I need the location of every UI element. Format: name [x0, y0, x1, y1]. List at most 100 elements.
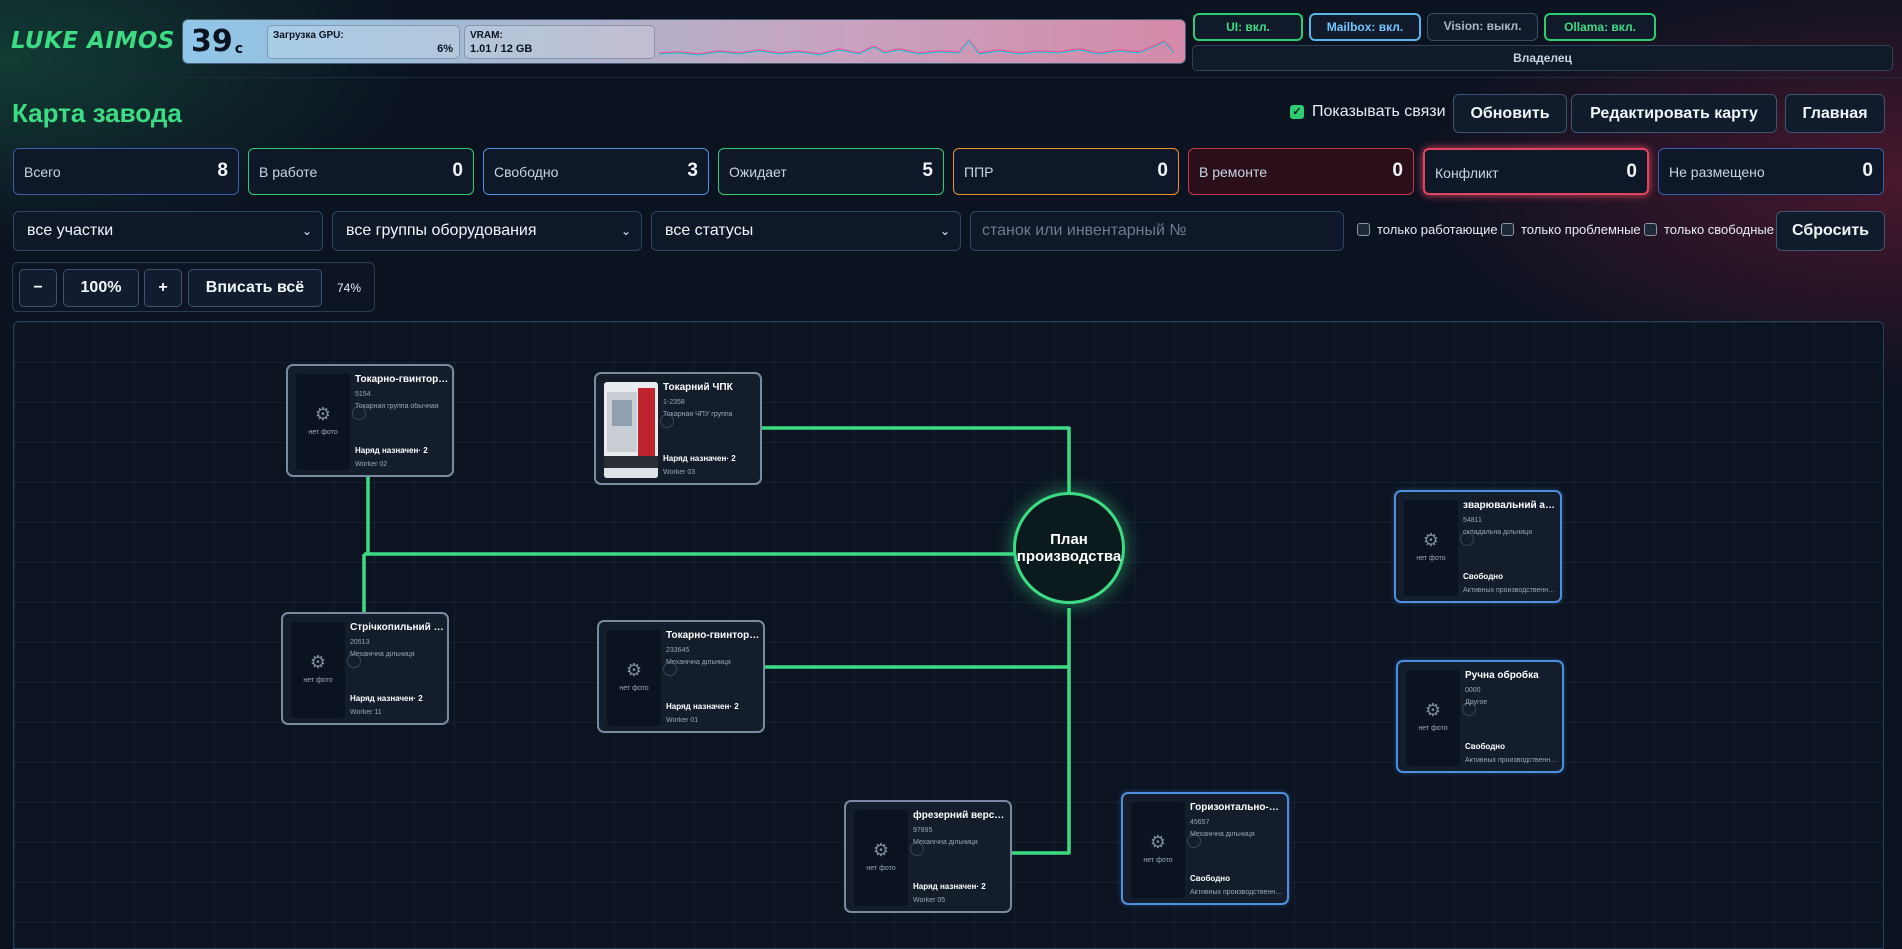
no-photo-label: нет фото — [866, 865, 896, 872]
connector-handle[interactable] — [1462, 702, 1476, 716]
ui-status-pill[interactable]: UI: вкл. — [1193, 13, 1303, 41]
stat-label: Свободно — [494, 164, 559, 180]
machine-group: Механічна дільниця — [913, 839, 978, 846]
stat-label: Конфликт — [1435, 165, 1499, 181]
machine-name: фрезерний верстат — [913, 810, 1007, 821]
machine-card[interactable]: ⚙нет фотоГоризонтально-розточний45657Мех… — [1121, 792, 1289, 905]
ollama-status-pill[interactable]: Ollama: вкл. — [1544, 13, 1656, 41]
search-input[interactable]: станок или инвентарный № — [970, 211, 1344, 251]
connector-handle[interactable] — [352, 406, 366, 420]
machine-inventory-number: 0000 — [1465, 687, 1481, 694]
zoom-level-readout: 74% — [337, 281, 362, 295]
brand-logo: LUKE AIMOS — [11, 28, 175, 54]
only-working-filter[interactable]: только работающие — [1357, 222, 1498, 237]
gear-icon: ⚙ — [314, 404, 332, 424]
mailbox-status-pill[interactable]: Mailbox: вкл. — [1309, 13, 1421, 41]
section-select[interactable]: все участки ⌄ — [13, 211, 323, 251]
only-working-checkbox[interactable] — [1357, 223, 1370, 236]
connector-handle[interactable] — [1460, 532, 1474, 546]
vram-value: 1.01 / 12 GB — [470, 43, 533, 55]
no-photo-label: нет фото — [1143, 857, 1173, 864]
machine-status: Свободно — [1465, 742, 1505, 751]
owner-role-badge[interactable]: Владелец — [1192, 45, 1893, 71]
hub-label: План производства — [1017, 531, 1121, 565]
only-free-checkbox[interactable] — [1644, 223, 1657, 236]
vision-status-pill[interactable]: Vision: выкл. — [1427, 13, 1538, 41]
refresh-button[interactable]: Обновить — [1453, 94, 1567, 133]
gear-icon: ⚙ — [625, 660, 643, 680]
machine-inventory-number: 5154 — [355, 391, 371, 398]
machine-name: Токарно-гвинторізний верстат — [666, 630, 760, 641]
connector-handle[interactable] — [910, 842, 924, 856]
machine-photo: ⚙нет фото — [1406, 670, 1460, 766]
machine-group: Механічна дільниця — [350, 651, 415, 658]
equipment-group-select[interactable]: все группы оборудования ⌄ — [332, 211, 642, 251]
link-hub-down — [1009, 608, 1071, 855]
machine-status-detail: Worker 03 — [663, 469, 696, 476]
machine-group: Другое — [1465, 699, 1488, 706]
link-cnc-lathe — [615, 426, 1071, 493]
status-select[interactable]: все статусы ⌄ — [651, 211, 961, 251]
stat-value: 0 — [1392, 160, 1403, 181]
machine-status: Наряд назначен· 2 — [913, 882, 986, 891]
machine-inventory-number: 45657 — [1190, 819, 1210, 826]
stat-card[interactable]: В работе 0 — [248, 148, 474, 195]
equipment-group-value: все группы оборудования — [346, 222, 537, 239]
edit-map-button[interactable]: Редактировать карту — [1571, 94, 1777, 133]
chevron-down-icon: ⌄ — [939, 224, 950, 238]
machine-photo: ⚙нет фото — [607, 630, 661, 726]
only-problem-filter[interactable]: только проблемные — [1501, 222, 1641, 237]
production-plan-hub[interactable]: План производства — [1013, 492, 1125, 604]
home-button[interactable]: Главная — [1785, 94, 1885, 133]
machine-photo: ⚙нет фото — [291, 622, 345, 718]
machine-inventory-number: 97895 — [913, 827, 933, 834]
machine-name: Горизонтально-розточний — [1190, 802, 1284, 813]
gear-icon: ⚙ — [309, 652, 327, 672]
zoom-in-button[interactable]: + — [144, 269, 182, 307]
stat-label: В работе — [259, 164, 318, 180]
machine-group: Токарная ЧПУ группа — [663, 411, 733, 418]
connector-handle[interactable] — [347, 654, 361, 668]
gpu-load-label: Загрузка GPU: — [273, 30, 344, 41]
status-select-value: все статусы — [665, 222, 754, 239]
show-links-toggle[interactable]: ✓ Показывать связи — [1290, 103, 1446, 121]
stat-label: Ожидает — [729, 164, 787, 180]
section-select-value: все участки — [27, 222, 114, 239]
machine-status-detail: Активных производственных заданий нет — [1190, 889, 1284, 896]
gpu-load-gauge: Загрузка GPU: 6% — [267, 25, 460, 59]
zoom-reset-button[interactable]: 100% — [63, 269, 139, 307]
connector-handle[interactable] — [1187, 834, 1201, 848]
machine-inventory-number: 54811 — [1463, 517, 1482, 524]
fit-all-button[interactable]: Вписать всё — [188, 269, 322, 307]
stat-value: 0 — [1157, 160, 1168, 181]
show-links-checkbox[interactable]: ✓ — [1290, 105, 1304, 119]
connector-handle[interactable] — [660, 414, 674, 428]
machine-status-detail: Worker 02 — [355, 461, 388, 468]
only-problem-checkbox[interactable] — [1501, 223, 1514, 236]
machine-inventory-number: 20513 — [350, 639, 370, 646]
page-title: Карта завода — [12, 98, 182, 128]
machine-photo: ⚙нет фото — [1131, 802, 1185, 898]
zoom-out-button[interactable]: − — [19, 269, 57, 307]
reset-filters-button[interactable]: Сбросить — [1776, 211, 1885, 251]
stat-value: 0 — [452, 160, 463, 181]
connector-handle[interactable] — [663, 662, 677, 676]
only-free-filter[interactable]: только свободные — [1644, 222, 1774, 237]
